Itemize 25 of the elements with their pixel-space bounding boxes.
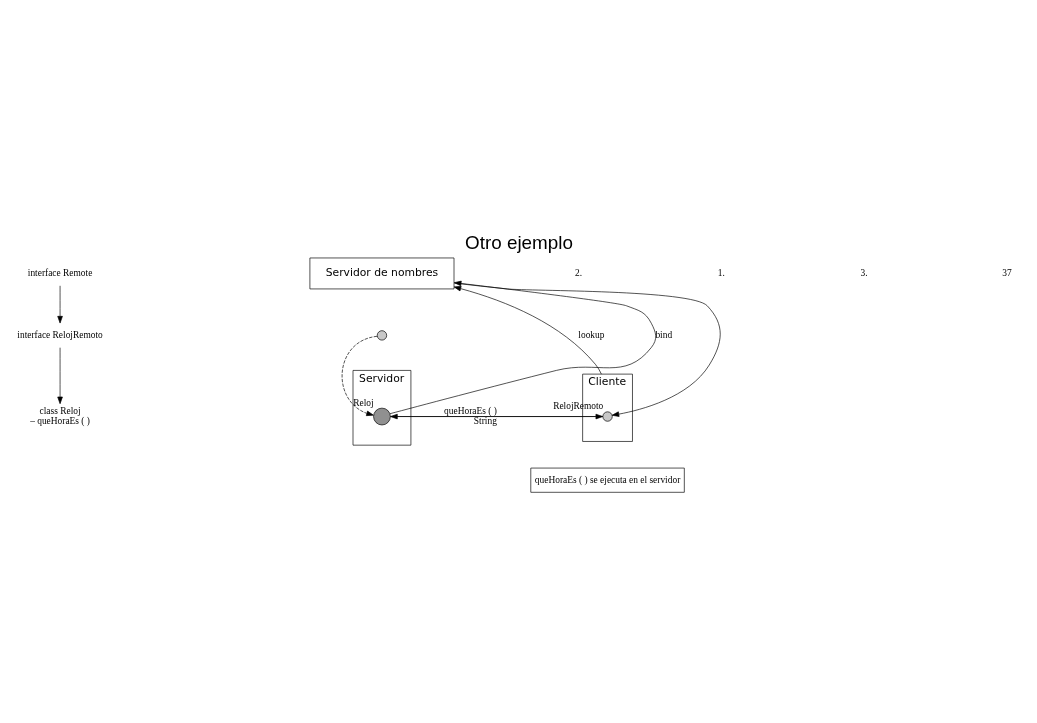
edge-label: lookup: [577, 329, 604, 340]
node-circle: [372, 407, 391, 425]
node-box: queHoraEs ( ) se ejecuta en el servidor: [529, 467, 685, 493]
node-text: interface Remote: [27, 267, 92, 278]
arrow: [453, 285, 602, 374]
node-text: class Reloj – queHoraEs ( ): [29, 405, 90, 426]
edge-label: bind: [654, 329, 672, 340]
node-circle: [602, 411, 613, 422]
arrow: [341, 335, 377, 416]
arrow: [56, 346, 63, 404]
arrow: [389, 280, 656, 414]
label: 1.: [717, 267, 725, 278]
label: 2.: [574, 267, 582, 278]
node-text: interface RelojRemoto: [16, 329, 103, 340]
arrow: [453, 282, 721, 417]
edge-label: queHoraEs ( ): [443, 405, 497, 416]
diagram-title: Otro ejemplo: [464, 231, 573, 253]
arrow: [389, 413, 603, 419]
node-label: Reloj: [352, 397, 374, 408]
label: 3.: [860, 267, 868, 278]
node-circle: [376, 329, 387, 340]
label: 37: [1001, 267, 1012, 278]
node-box: Servidor de nombres: [309, 257, 454, 289]
arrow: [56, 284, 63, 323]
edge-label: String: [473, 415, 497, 426]
